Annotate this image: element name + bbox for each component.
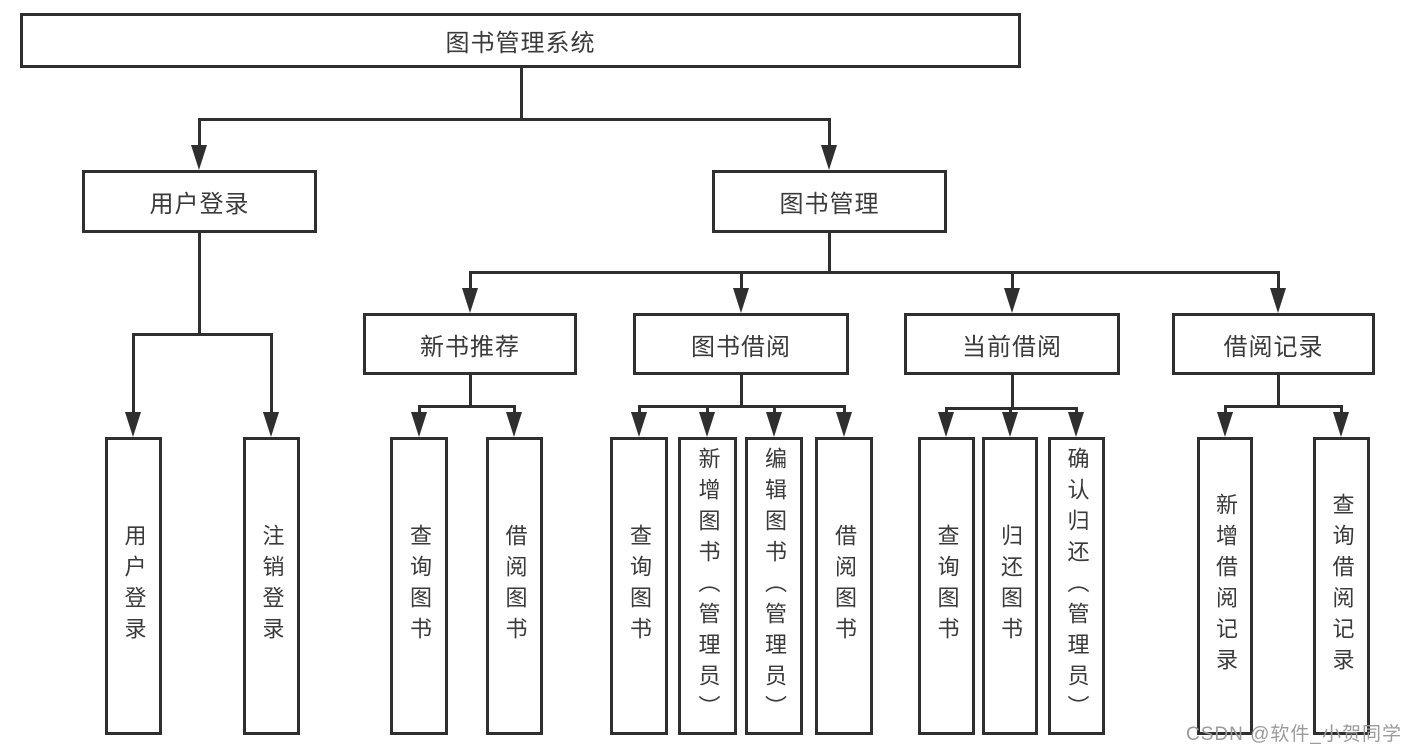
node-label: 图书管理系统 xyxy=(445,30,596,57)
arrowhead-records-leaf2 xyxy=(1333,412,1349,437)
arrowhead-bookborrow-leaf4 xyxy=(836,412,852,437)
arrowhead-to-book-management xyxy=(821,145,837,170)
node-current-borrowing: 当前借阅 xyxy=(904,313,1120,375)
arrowhead-to-borrowing-records xyxy=(1270,288,1286,313)
connector-newbook-leaf2 xyxy=(513,405,516,417)
connector-bookborrow-leaf4 xyxy=(843,405,846,417)
arrowhead-to-new-book xyxy=(462,288,478,313)
arrowhead-currentborrow-leaf2 xyxy=(1002,412,1018,437)
node-label: 用户登录 xyxy=(121,524,147,648)
connector-to-book-borrowing xyxy=(740,271,743,291)
connector-records-stem xyxy=(1277,375,1280,407)
leaf-return-books: 归还图书 xyxy=(982,437,1038,735)
node-label: 新增图书（管理员） xyxy=(695,446,721,726)
node-label: 新书推荐 xyxy=(420,333,520,361)
arrowhead-to-book-borrowing xyxy=(733,288,749,313)
node-new-book-recommendation: 新书推荐 xyxy=(363,313,577,375)
leaf-add-books-admin: 新增图书（管理员） xyxy=(678,437,737,735)
connector-root-stem xyxy=(520,68,523,119)
connector-to-book-management xyxy=(828,118,831,148)
connector-records-bar xyxy=(1224,405,1343,408)
leaf-logout-login: 注销登录 xyxy=(243,437,300,735)
node-label: 当前借阅 xyxy=(962,333,1062,361)
node-label: 借阅图书 xyxy=(832,524,857,648)
connector-records-leaf2 xyxy=(1340,405,1343,417)
connector-root-bar xyxy=(198,118,831,121)
connector-currentborrow-stem xyxy=(1011,375,1014,409)
node-label: 查询图书 xyxy=(627,524,652,648)
connector-to-new-book xyxy=(469,271,472,291)
node-borrowing-records: 借阅记录 xyxy=(1172,313,1375,375)
node-label: 借阅图书 xyxy=(502,524,528,648)
node-label: 借阅记录 xyxy=(1223,333,1324,361)
connector-bookborrow-leaf2 xyxy=(706,405,709,417)
connector-userlogin-stem xyxy=(198,233,201,335)
connector-records-leaf1 xyxy=(1224,405,1227,417)
arrowhead-to-current-borrowing xyxy=(1004,288,1020,313)
leaf-query-books: 查询图书 xyxy=(610,437,668,735)
node-label: 图书借阅 xyxy=(691,333,791,361)
connector-userlogin-bar xyxy=(132,333,273,336)
connector-bookborrow-bar xyxy=(638,405,846,408)
node-book-management: 图书管理 xyxy=(712,170,947,233)
connector-to-leaf-user-login xyxy=(132,333,135,415)
node-label: 归还图书 xyxy=(998,524,1023,648)
leaf-borrow-books: 借阅图书 xyxy=(486,437,543,735)
arrowhead-currentborrow-leaf3 xyxy=(1068,412,1084,437)
connector-to-borrowing-records xyxy=(1277,271,1280,291)
node-book-borrowing: 图书借阅 xyxy=(633,313,849,375)
connector-newbook-leaf1 xyxy=(418,405,421,417)
node-label: 图书管理 xyxy=(779,191,880,218)
node-label: 注销登录 xyxy=(259,524,285,648)
leaf-query-books: 查询图书 xyxy=(390,437,448,735)
leaf-confirm-return-admin: 确认归还（管理员） xyxy=(1048,437,1105,735)
arrowhead-newbook-leaf1 xyxy=(411,412,427,437)
arrowhead-bookborrow-leaf3 xyxy=(766,412,782,437)
leaf-edit-books-admin: 编辑图书（管理员） xyxy=(745,437,803,735)
connector-bookmgmt-bar xyxy=(469,271,1280,274)
node-label: 查询图书 xyxy=(934,524,960,648)
node-label: 查询借阅记录 xyxy=(1329,493,1355,679)
arrowhead-bookborrow-leaf2 xyxy=(699,412,715,437)
leaf-borrow-books: 借阅图书 xyxy=(815,437,873,735)
connector-newbook-stem xyxy=(469,375,472,407)
connector-bookborrow-stem xyxy=(740,375,743,407)
arrowhead-to-user-login xyxy=(191,145,207,170)
leaf-query-books: 查询图书 xyxy=(918,437,975,735)
arrowhead-records-leaf1 xyxy=(1217,412,1233,437)
connector-bookmgmt-stem xyxy=(828,233,831,273)
connector-to-user-login xyxy=(198,118,201,148)
arrowhead-to-leaf-user-login xyxy=(125,412,141,437)
connector-bookborrow-leaf3 xyxy=(773,405,776,417)
arrowhead-newbook-leaf2 xyxy=(506,412,522,437)
node-root: 图书管理系统 xyxy=(20,13,1021,68)
connector-to-leaf-logout xyxy=(270,333,273,415)
leaf-user-login: 用户登录 xyxy=(105,437,162,735)
leaf-add-borrow-record: 新增借阅记录 xyxy=(1197,437,1253,735)
connector-newbook-bar xyxy=(418,405,516,408)
arrowhead-bookborrow-leaf1 xyxy=(631,412,647,437)
watermark: CSDN @软件_小贺同学 xyxy=(1186,724,1402,745)
node-label: 确认归还（管理员） xyxy=(1064,446,1090,726)
node-label: 查询图书 xyxy=(407,524,432,648)
node-label: 用户登录 xyxy=(149,191,250,218)
connector-bookborrow-leaf1 xyxy=(638,405,641,417)
leaf-query-borrow-record: 查询借阅记录 xyxy=(1313,437,1370,735)
node-label: 新增借阅记录 xyxy=(1213,493,1238,679)
node-label: 编辑图书（管理员） xyxy=(762,446,787,726)
arrowhead-currentborrow-leaf1 xyxy=(938,412,954,437)
node-user-login: 用户登录 xyxy=(82,170,317,233)
connector-to-current-borrowing xyxy=(1011,271,1014,291)
arrowhead-to-leaf-logout xyxy=(263,412,279,437)
